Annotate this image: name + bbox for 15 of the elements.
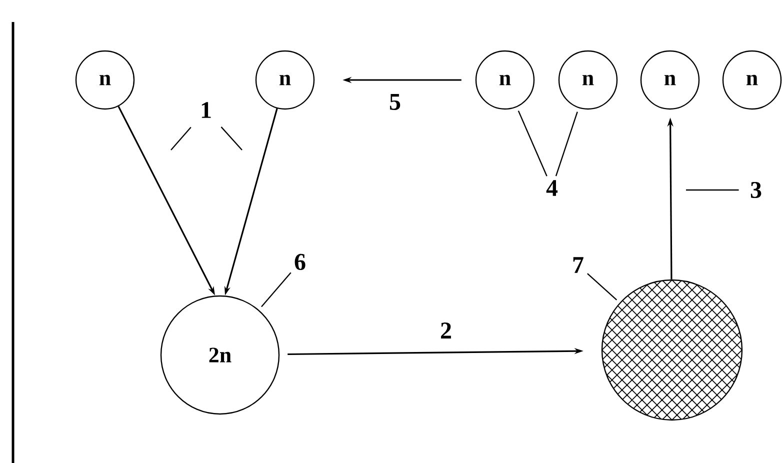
hatched-circle — [601, 279, 743, 421]
callout-number: 3 — [750, 182, 762, 198]
leader-line — [261, 272, 292, 308]
edge-label: 2 — [441, 322, 451, 338]
callout-number: 6 — [294, 254, 306, 270]
leader-line — [170, 126, 192, 150]
callout-number: 7 — [573, 257, 584, 273]
leader-line — [587, 273, 618, 300]
leader-line — [220, 126, 242, 150]
leader-line — [518, 110, 548, 176]
leader-line — [686, 189, 739, 191]
callout-number: 1 — [202, 102, 211, 118]
edge-label: 5 — [390, 94, 400, 110]
callout-number: 4 — [546, 180, 558, 196]
leader-line — [555, 112, 578, 176]
